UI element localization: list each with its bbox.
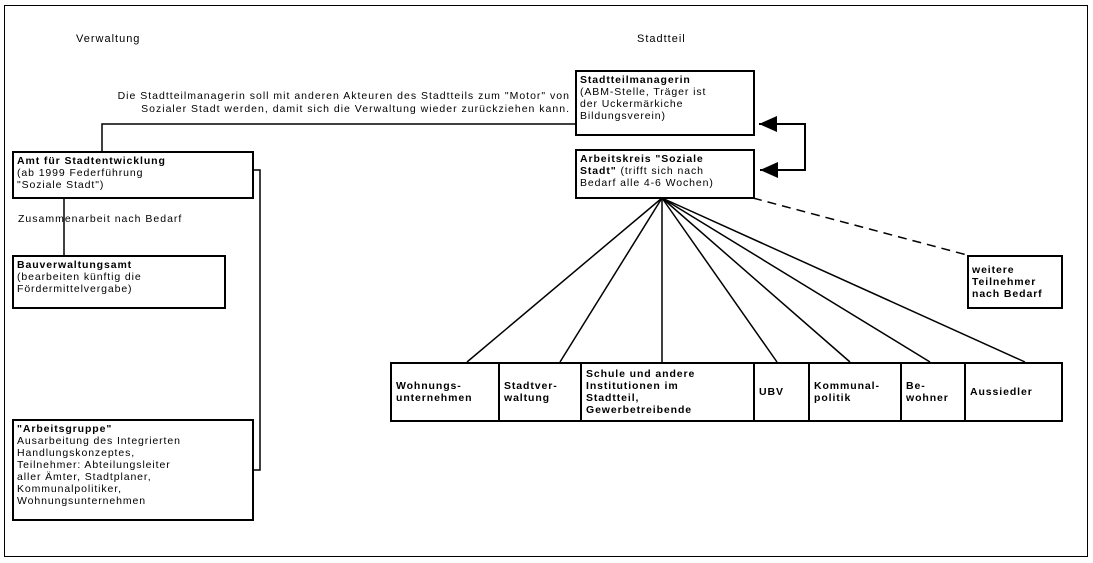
member-stadtverwaltung: Stadtver- waltung — [498, 362, 580, 422]
arbeitskreis-desc: (trifft sich nach Bedarf alle 4-6 Wochen… — [580, 165, 714, 189]
member-aussiedler: Aussiedler — [964, 362, 1063, 422]
member-wohnungsunternehmen: Wohnungs- unternehmen — [390, 362, 498, 422]
fan-line-stadtverwaltung — [559, 197, 663, 363]
fan-line-wohnungsunternehmen — [466, 197, 663, 363]
fan-line-kommunalpolitik — [661, 197, 851, 363]
heading-stadtteil: Stadtteil — [637, 33, 686, 45]
amt-title: Amt für Stadtentwicklung — [17, 155, 166, 167]
zusammenarbeit-label: Zusammenarbeit nach Bedarf — [18, 213, 183, 225]
managerin-note: Die Stadtteilmanagerin soll mit anderen … — [117, 90, 570, 115]
arbeitskreis-title: Arbeitskreis "Soziale Stadt" — [580, 153, 704, 177]
managerin-amt-connector — [101, 123, 575, 151]
member-ubv: UBV — [753, 362, 808, 422]
weitere-dashed-connector — [752, 197, 968, 256]
managerin-title: Stadtteilmanagerin — [580, 74, 691, 86]
managerin-desc: (ABM-Stelle, Träger ist der Uckermärkich… — [580, 86, 707, 122]
member-bewohner: Be- wohner — [900, 362, 964, 422]
managerin-arbeitskreis-arrow — [760, 123, 806, 178]
bauverwaltung-desc: (bearbeiten künftig die Fördermittelverg… — [17, 271, 142, 295]
box-arbeitsgruppe: "Arbeitsgruppe" Ausarbeitung des Integri… — [12, 419, 254, 521]
bauverwaltung-title: Bauverwaltungsamt — [17, 259, 133, 271]
arbeitsgruppe-desc: Ausarbeitung des Integrierten Handlungsk… — [17, 435, 181, 507]
box-bauverwaltungsamt: Bauverwaltungsamt (bearbeiten künftig di… — [12, 255, 226, 309]
box-stadtteilmanagerin: Stadtteilmanagerin (ABM-Stelle, Träger i… — [575, 70, 755, 136]
diagram-frame — [4, 5, 1088, 557]
heading-verwaltung: Verwaltung — [76, 33, 141, 45]
member-kommunalpolitik: Kommunal- politik — [808, 362, 900, 422]
amt-arbeitsgruppe-connector — [253, 169, 261, 471]
box-amt-stadtentwicklung: Amt für Stadtentwicklung (ab 1999 Federf… — [12, 151, 254, 199]
arbeitsgruppe-title: "Arbeitsgruppe" — [17, 423, 113, 435]
box-weitere-teilnehmer: weitere Teilnehmer nach Bedarf — [967, 255, 1063, 309]
fan-line-bewohner — [661, 197, 931, 363]
amt-desc: (ab 1999 Federführung "Soziale Stadt") — [17, 167, 144, 191]
fan-line-aussiedler — [661, 197, 1026, 363]
box-arbeitskreis: Arbeitskreis "Soziale Stadt" (trifft sic… — [575, 149, 755, 199]
fan-line-ubv — [661, 197, 778, 363]
member-schule-institutionen: Schule und andere Institutionen im Stadt… — [580, 362, 753, 422]
